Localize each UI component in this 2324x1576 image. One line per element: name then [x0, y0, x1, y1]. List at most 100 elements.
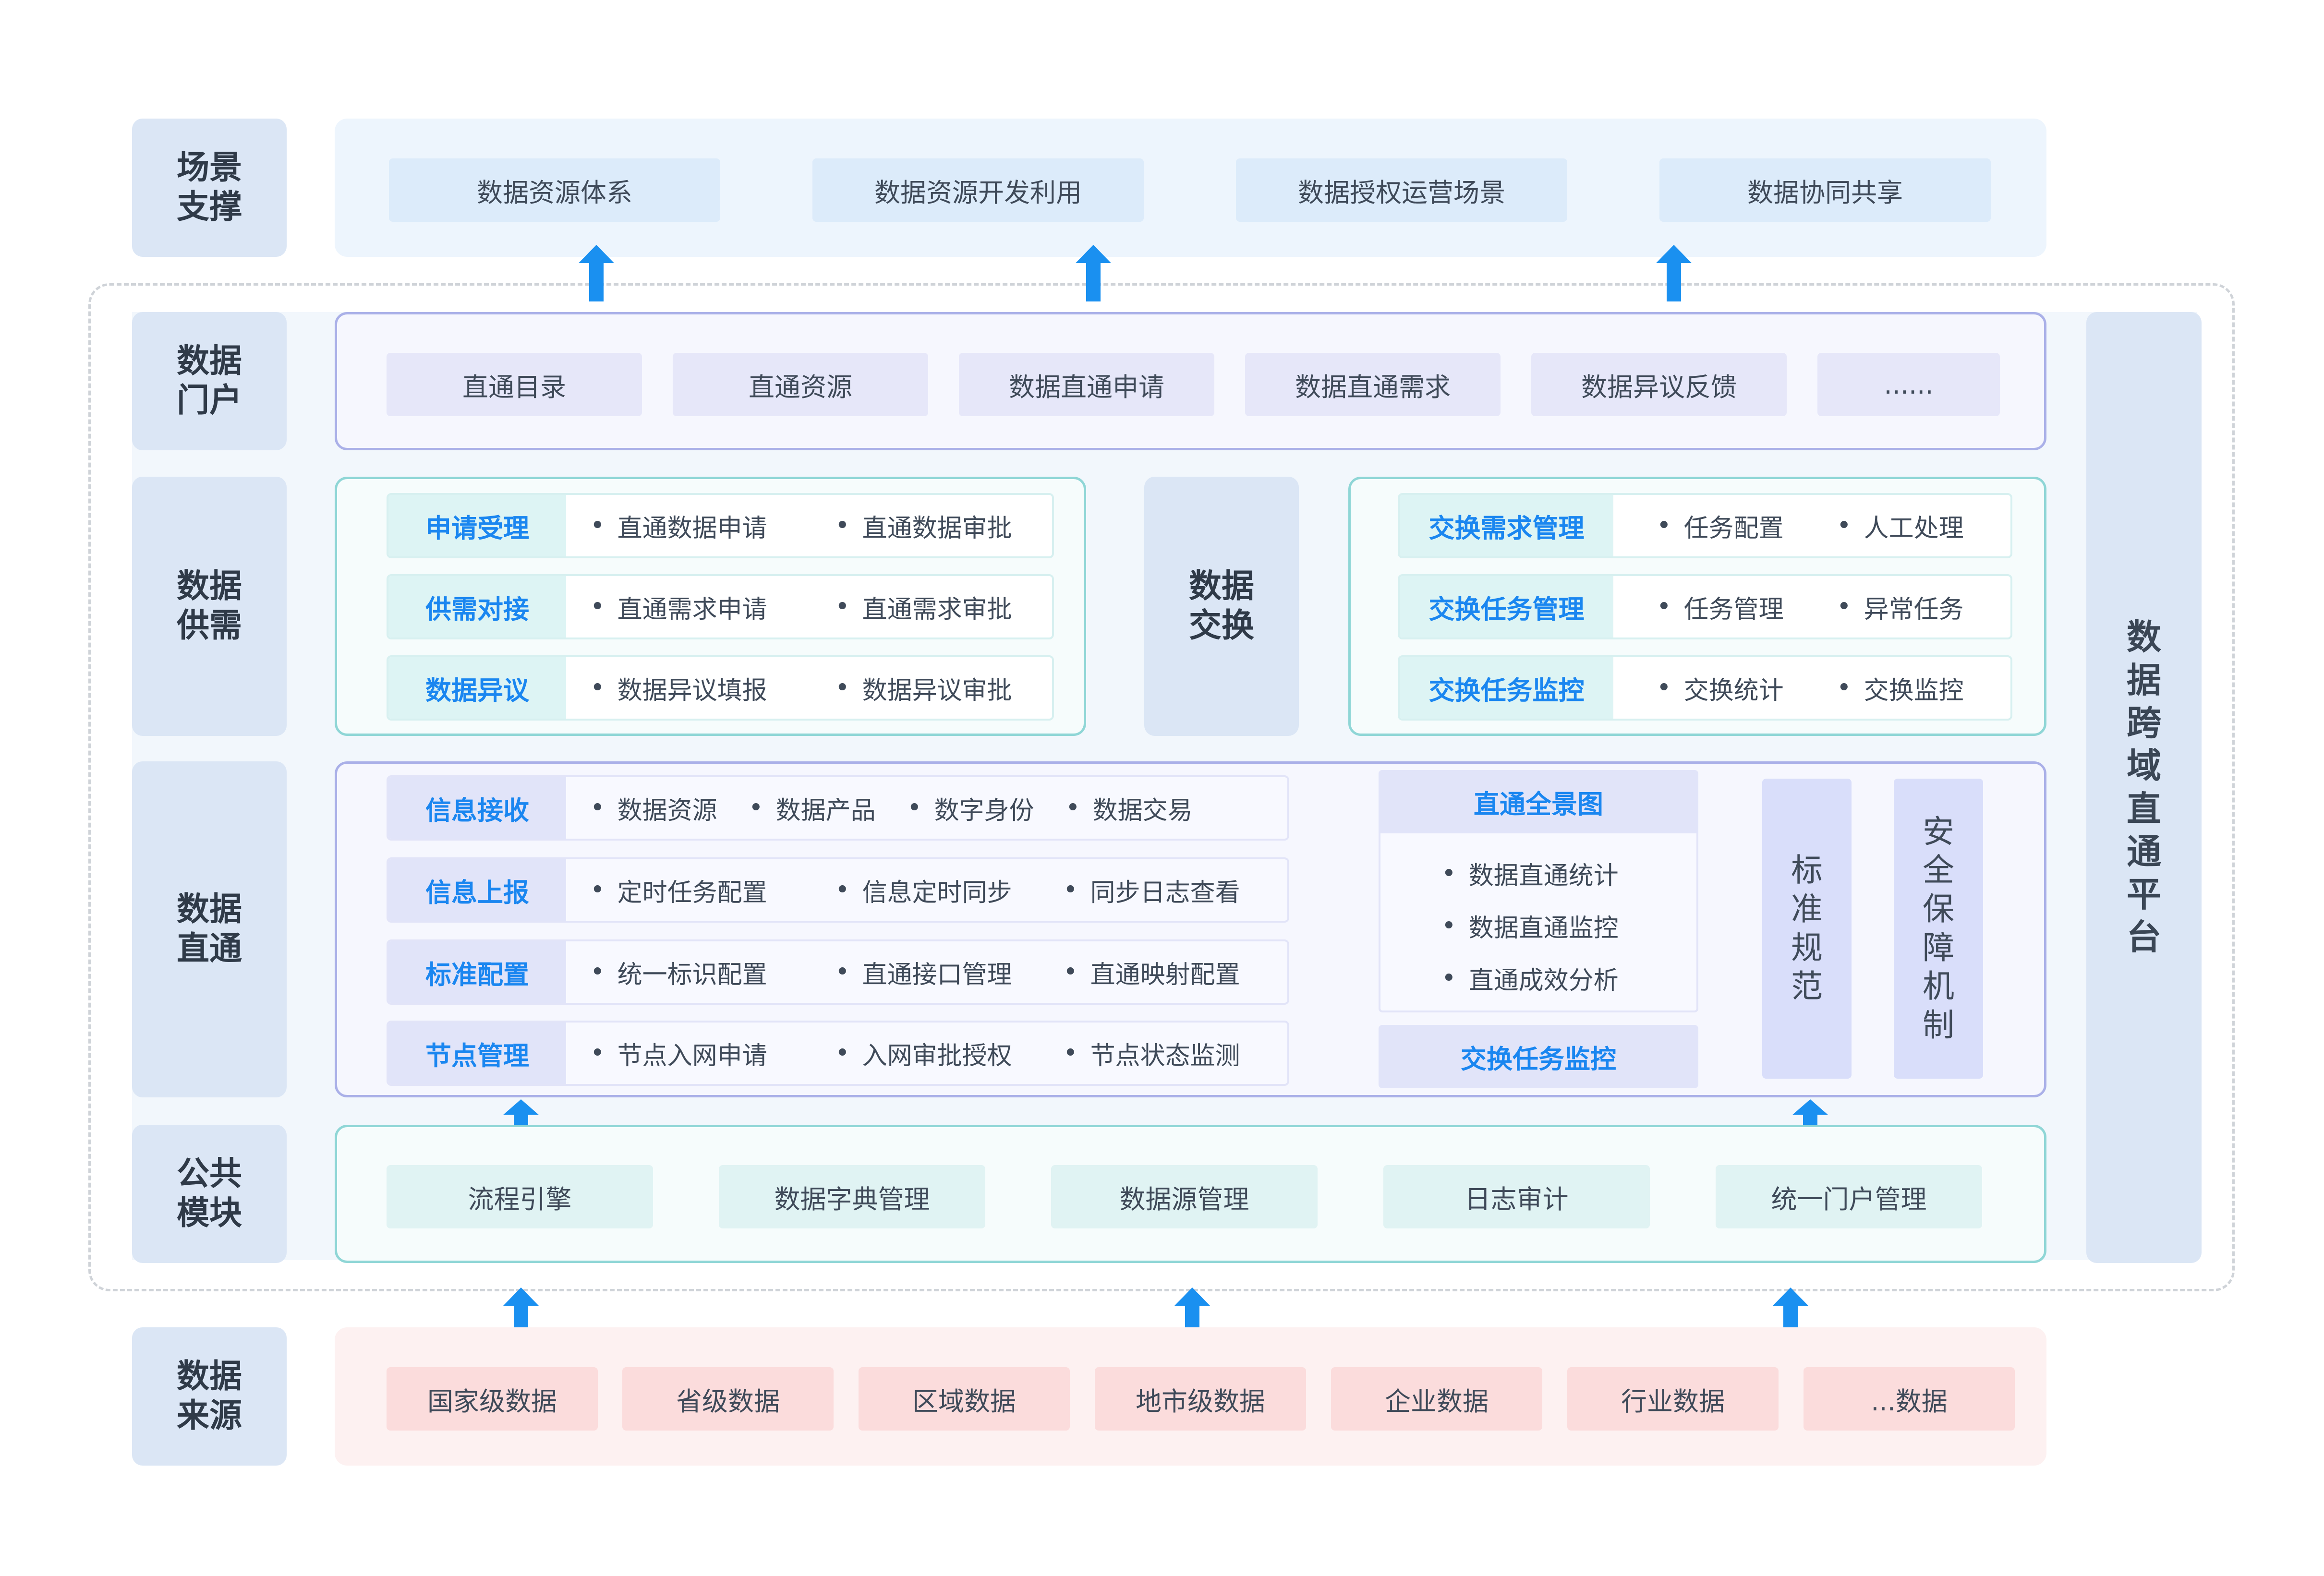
exchange-row[interactable]: 交换需求管理 任务配置人工处理 [1398, 493, 2012, 558]
public-item[interactable]: 流程引擎 [387, 1165, 653, 1228]
source-item[interactable]: ...数据 [1804, 1367, 2015, 1431]
supply-row-item: 直通数据审批 [835, 508, 1012, 544]
direct-row-item: 入网审批授权 [835, 1035, 1063, 1071]
source-item[interactable]: 企业数据 [1331, 1367, 1542, 1431]
exchange-row[interactable]: 交换任务管理 任务管理异常任务 [1398, 574, 2012, 639]
standards-char: 准 [1791, 890, 1823, 927]
panorama-title[interactable]: 直通全景图 [1379, 770, 1698, 833]
exchange-row-item: 交换统计 [1657, 670, 1837, 706]
direct-row-item: 数据产品 [749, 790, 907, 826]
supply-row-item: 直通数据申请 [590, 508, 835, 544]
direct-row-item: 数字身份 [907, 790, 1065, 826]
direct-row-item: 统一标识配置 [590, 954, 835, 990]
platform-char: 台 [2126, 917, 2161, 958]
source-item[interactable]: 区域数据 [859, 1367, 1070, 1431]
scenario-item[interactable]: 数据协同共享 [1659, 158, 1991, 222]
platform-side-column: 数 据 跨 域 直 通 平 台 [2086, 312, 2202, 1263]
direct-row-item: 直通映射配置 [1063, 954, 1240, 990]
category-data-supply: 数据 供需 [132, 477, 287, 736]
direct-row[interactable]: 信息接收 数据资源数据产品数字身份数据交易 [387, 775, 1289, 841]
portal-item[interactable]: 数据直通申请 [959, 353, 1214, 416]
public-item[interactable]: 统一门户管理 [1716, 1165, 1982, 1228]
source-item[interactable]: 行业数据 [1567, 1367, 1779, 1431]
up-arrow-icon [1792, 1099, 1828, 1147]
direct-row-item: 直通接口管理 [835, 954, 1063, 990]
supply-row[interactable]: 数据异议 数据异议填报数据异议审批 [387, 655, 1054, 721]
security-column[interactable]: 安 全 保 障 机 制 [1894, 779, 1983, 1079]
source-item[interactable]: 地市级数据 [1095, 1367, 1306, 1431]
direct-row-item: 节点入网申请 [590, 1035, 835, 1071]
panorama-item: 数据直通监控 [1441, 908, 1619, 944]
platform-char: 域 [2126, 746, 2161, 786]
exchange-row-item: 异常任务 [1837, 589, 1964, 625]
source-item[interactable]: 国家级数据 [387, 1367, 598, 1431]
up-arrow-icon [503, 1099, 539, 1147]
exchange-row-item: 人工处理 [1837, 508, 1964, 544]
platform-char: 通 [2126, 831, 2161, 872]
standards-char: 标 [1791, 852, 1823, 889]
category-data-direct: 数据 直通 [132, 761, 287, 1097]
supply-row[interactable]: 供需对接 直通需求申请直通需求审批 [387, 574, 1054, 639]
direct-row-item: 节点状态监测 [1063, 1035, 1240, 1071]
scenario-item[interactable]: 数据资源体系 [389, 158, 720, 222]
scenario-item[interactable]: 数据授权运营场景 [1236, 158, 1567, 222]
supply-row-title: 申请受理 [388, 495, 566, 556]
up-arrow-icon [503, 1287, 539, 1344]
direct-row-title: 信息接收 [388, 777, 566, 839]
public-item[interactable]: 数据字典管理 [719, 1165, 985, 1228]
direct-row-title: 信息上报 [388, 859, 566, 921]
platform-char: 直 [2126, 788, 2161, 829]
portal-item[interactable]: 数据异议反馈 [1531, 353, 1787, 416]
up-arrow-icon [579, 245, 614, 301]
security-char: 障 [1923, 929, 1954, 966]
standards-char: 规 [1791, 929, 1823, 966]
category-data-source: 数据 来源 [132, 1327, 287, 1466]
direct-row[interactable]: 标准配置 统一标识配置直通接口管理直通映射配置 [387, 939, 1289, 1005]
panorama-footer[interactable]: 交换任务监控 [1379, 1025, 1698, 1088]
panorama-item: 直通成效分析 [1441, 960, 1619, 996]
exchange-row-item: 任务配置 [1657, 508, 1837, 544]
category-data-portal: 数据 门户 [132, 312, 287, 450]
portal-item[interactable]: 直通目录 [387, 353, 642, 416]
platform-char: 平 [2126, 874, 2161, 915]
supply-row-item: 直通需求申请 [590, 589, 835, 625]
category-scenario-support: 场景 支撑 [132, 119, 287, 257]
platform-char: 据 [2126, 660, 2161, 700]
portal-item[interactable]: 直通资源 [673, 353, 928, 416]
panorama-item: 数据直通统计 [1441, 855, 1619, 891]
direct-row[interactable]: 信息上报 定时任务配置信息定时同步同步日志查看 [387, 857, 1289, 923]
source-item[interactable]: 省级数据 [622, 1367, 834, 1431]
supply-row-title: 供需对接 [388, 576, 566, 638]
exchange-row-item: 交换监控 [1837, 670, 1964, 706]
category-data-exchange: 数据 交换 [1144, 477, 1299, 736]
supply-row[interactable]: 申请受理 直通数据申请直通数据审批 [387, 493, 1054, 558]
exchange-row-title: 交换任务监控 [1400, 657, 1613, 719]
scenario-item[interactable]: 数据资源开发利用 [812, 158, 1144, 222]
standards-char: 范 [1791, 968, 1823, 1005]
direct-row-item: 定时任务配置 [590, 872, 835, 908]
up-arrow-icon [1174, 1287, 1210, 1344]
portal-item-more[interactable]: ...... [1817, 353, 2000, 416]
supply-row-item: 直通需求审批 [835, 589, 1012, 625]
public-item[interactable]: 数据源管理 [1051, 1165, 1318, 1228]
platform-char: 跨 [2126, 702, 2161, 743]
public-item[interactable]: 日志审计 [1383, 1165, 1650, 1228]
supply-row-item: 数据异议审批 [835, 670, 1012, 706]
platform-char: 数 [2126, 617, 2161, 658]
security-char: 安 [1923, 813, 1954, 850]
direct-row-item: 数据资源 [590, 790, 749, 826]
portal-item[interactable]: 数据直通需求 [1245, 353, 1501, 416]
direct-row-item: 同步日志查看 [1063, 872, 1240, 908]
direct-row-item: 数据交易 [1065, 790, 1193, 826]
security-char: 机 [1923, 968, 1954, 1005]
direct-row-item: 信息定时同步 [835, 872, 1063, 908]
exchange-row[interactable]: 交换任务监控 交换统计交换监控 [1398, 655, 2012, 721]
direct-row[interactable]: 节点管理 节点入网申请入网审批授权节点状态监测 [387, 1021, 1289, 1086]
security-char: 全 [1923, 852, 1954, 889]
up-arrow-icon [1076, 245, 1111, 301]
supply-row-item: 数据异议填报 [590, 670, 835, 706]
direct-row-title: 标准配置 [388, 941, 566, 1003]
up-arrow-icon [1773, 1287, 1808, 1344]
direct-row-title: 节点管理 [388, 1023, 566, 1084]
standards-column[interactable]: 标 准 规 范 [1762, 779, 1852, 1079]
